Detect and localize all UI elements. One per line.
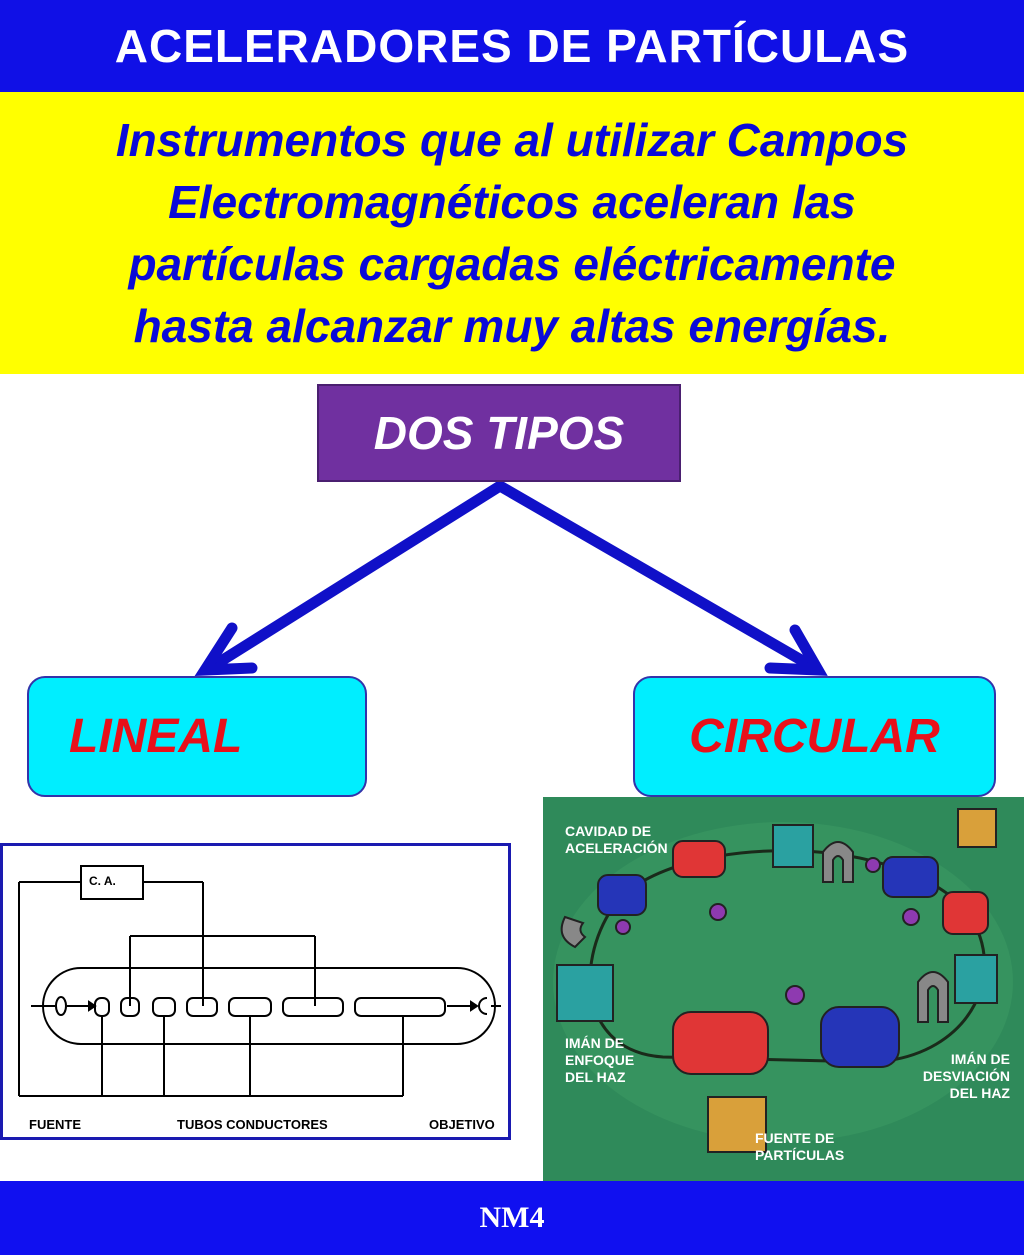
definition-line-3: partículas cargadas eléctricamente <box>128 238 896 290</box>
circular-box: CIRCULAR <box>633 676 996 797</box>
definition-line-4: hasta alcanzar muy altas energías. <box>133 300 891 352</box>
particle-source-label: FUENTE DE PARTÍCULAS <box>755 1130 845 1163</box>
title-bar: ACELERADORES DE PARTÍCULAS <box>0 0 1024 92</box>
ac-label: C. A. <box>89 874 116 888</box>
lineal-label: LINEAL <box>69 710 243 763</box>
focus-magnet-label: IMÁN DE ENFOQUE DEL HAZ <box>565 1035 635 1085</box>
definition-box: Instrumentos que al utilizar Campos Elec… <box>0 92 1024 374</box>
particle-source-block <box>707 1096 767 1153</box>
target-block <box>957 808 997 848</box>
deflection-magnet-label: IMÁN DE DESVIACIÓN DEL HAZ <box>922 1051 1010 1101</box>
arrow-to-lineal <box>204 480 506 674</box>
tubes-label: TUBOS CONDUCTORES <box>177 1117 328 1132</box>
ring-diagram: CAVIDAD DE ACELERACIÓN IMÁN DE ENFOQUE D… <box>543 797 1024 1181</box>
source-label: FUENTE <box>29 1117 81 1132</box>
vacuum-tube <box>42 967 496 1045</box>
cavity-block <box>772 824 814 868</box>
footer-label: NM4 <box>479 1201 545 1234</box>
circular-label: CIRCULAR <box>689 710 940 763</box>
types-box: DOS TIPOS <box>317 384 681 482</box>
definition-line-1: Instrumentos que al utilizar Campos <box>115 114 909 166</box>
page-title: ACELERADORES DE PARTÍCULAS <box>114 20 910 72</box>
lineal-box: LINEAL <box>27 676 367 797</box>
red-magnet <box>672 1011 769 1075</box>
ring-illustration <box>553 808 1013 1153</box>
footer: NM4 <box>0 1181 1024 1255</box>
types-label: DOS TIPOS <box>373 407 625 459</box>
blue-magnet <box>820 1006 900 1068</box>
linac-schematic <box>18 865 501 1097</box>
linac-diagram: C. A. FUENTE TUBOS CONDUCTORES OBJETIVO <box>0 843 511 1140</box>
arrow-head-right <box>764 624 828 676</box>
ac-source-box <box>80 865 144 900</box>
definition-line-2: Electromagnéticos aceleran las <box>168 176 856 228</box>
target-label: OBJETIVO <box>429 1117 495 1132</box>
cavity-label: CAVIDAD DE ACELERACIÓN <box>565 823 668 856</box>
arrow-head-left <box>194 622 258 676</box>
arrow-to-circular <box>494 480 821 674</box>
